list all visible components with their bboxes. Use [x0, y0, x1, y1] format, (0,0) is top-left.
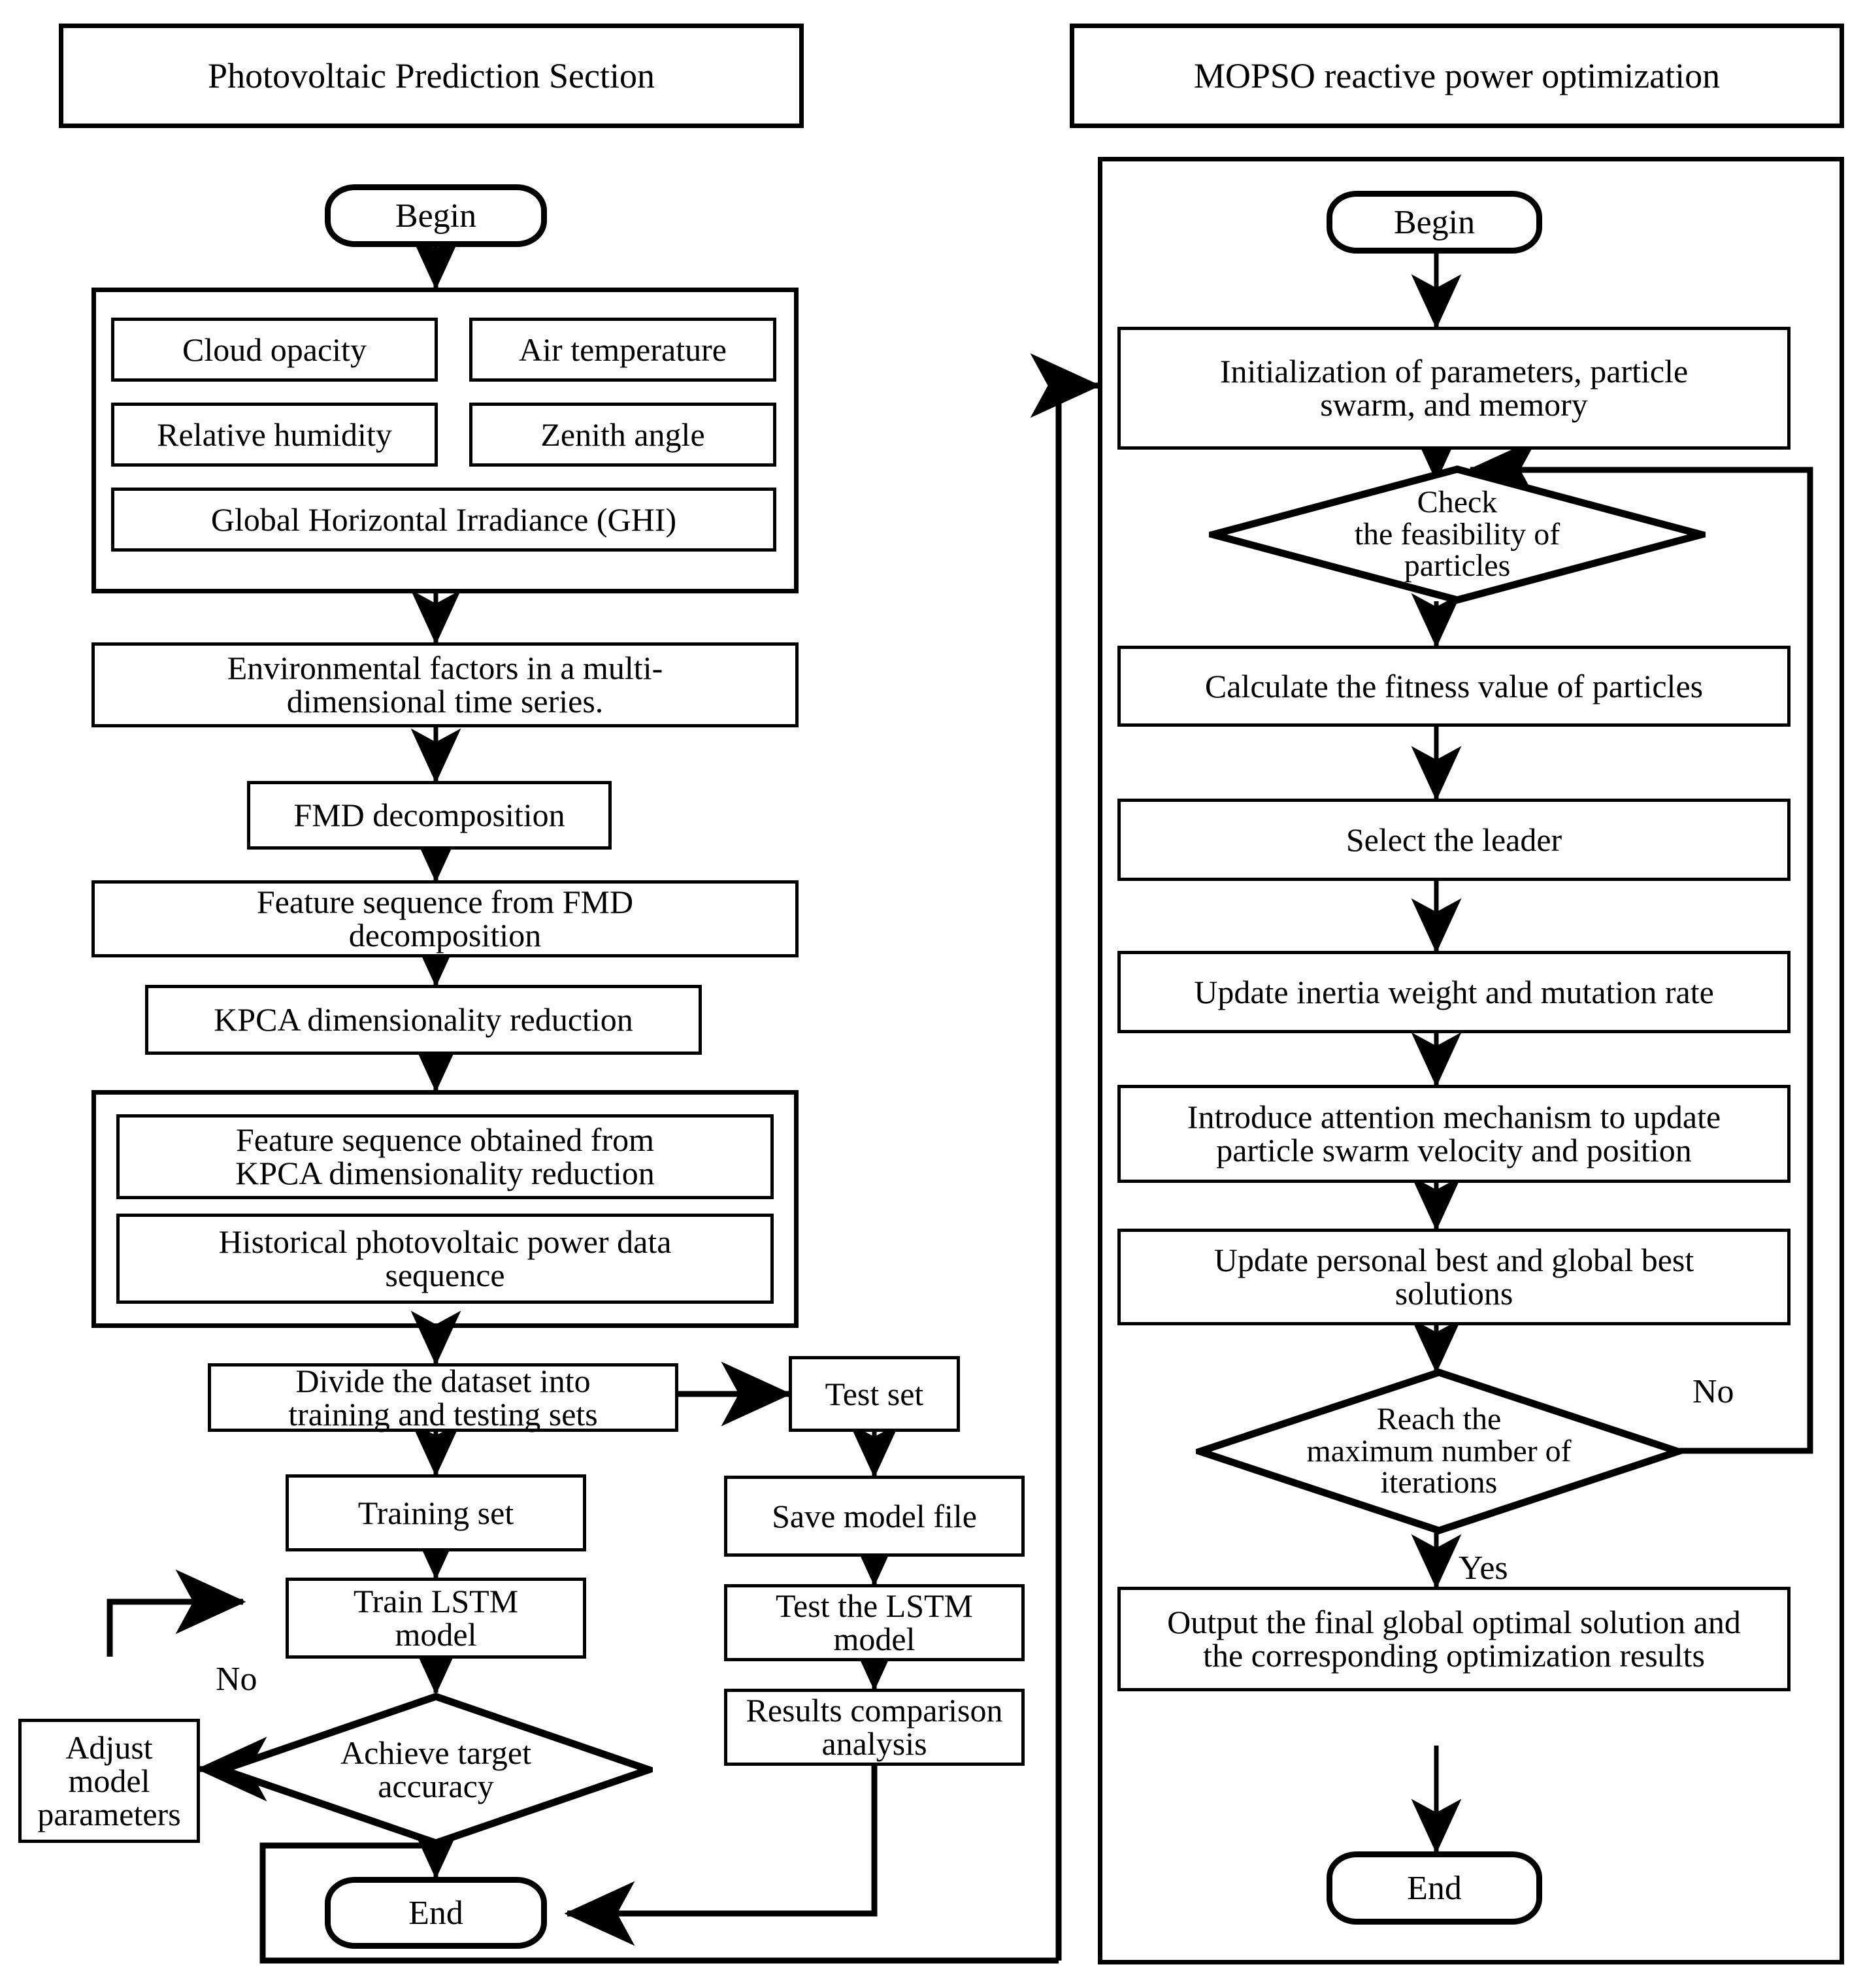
input-zenith-angle: Zenith angle — [469, 403, 776, 467]
step-calculate-fitness: Calculate the fitness value of particles — [1117, 646, 1791, 727]
decision-achieve-target-accuracy: Achieve target accuracy — [219, 1693, 653, 1847]
step-update-inertia: Update inertia weight and mutation rate — [1117, 951, 1791, 1033]
step-historical-pv-data: Historical photovoltaic power data seque… — [116, 1214, 774, 1304]
input-relative-humidity: Relative humidity — [111, 403, 438, 467]
diamond-shape — [1196, 1368, 1682, 1534]
left-panel-title: Photovoltaic Prediction Section — [208, 56, 655, 95]
left-end-label: End — [408, 1894, 463, 1932]
step-select-leader: Select the leader — [1117, 799, 1791, 881]
step-test-lstm: Test the LSTM model — [724, 1584, 1025, 1661]
diamond-shape — [1209, 465, 1706, 604]
step-feature-sequence-kpca: Feature sequence obtained from KPCA dime… — [116, 1114, 774, 1199]
right-panel-container — [1098, 157, 1844, 1964]
left-end-terminator: End — [325, 1877, 547, 1949]
edge-label-right-yes: Yes — [1459, 1549, 1508, 1587]
decision-check-feasibility: Check the feasibility of particles — [1209, 465, 1706, 604]
step-training-set: Training set — [286, 1474, 586, 1551]
step-fmd-decomposition: FMD decomposition — [247, 781, 612, 850]
step-update-pbest-gbest: Update personal best and global best sol… — [1117, 1229, 1791, 1325]
input-air-temperature: Air temperature — [469, 318, 776, 382]
left-begin-label: Begin — [395, 197, 477, 235]
right-end-label: End — [1407, 1869, 1462, 1907]
step-introduce-attention: Introduce attention mechanism to update … — [1117, 1085, 1791, 1183]
step-initialization: Initialization of parameters, particle s… — [1117, 327, 1791, 450]
step-test-set: Test set — [789, 1356, 960, 1432]
step-divide-dataset: Divide the dataset into training and tes… — [208, 1363, 678, 1432]
step-feature-sequence-fmd: Feature sequence from FMD decomposition — [91, 880, 799, 957]
step-output-final-solution: Output the final global optimal solution… — [1117, 1587, 1791, 1691]
right-begin-label: Begin — [1393, 203, 1476, 241]
right-begin-terminator: Begin — [1327, 191, 1542, 254]
edge-label-right-no: No — [1692, 1373, 1734, 1410]
left-panel-header: Photovoltaic Prediction Section — [59, 24, 804, 128]
step-adjust-model-parameters: Adjust model parameters — [18, 1719, 200, 1843]
right-panel-title: MOPSO reactive power optimization — [1193, 56, 1721, 95]
input-ghi: Global Horizontal Irradiance (GHI) — [111, 488, 776, 552]
step-kpca-reduction: KPCA dimensionality reduction — [145, 985, 702, 1055]
edge-label-left-no: No — [216, 1661, 257, 1698]
diamond-shape — [219, 1693, 653, 1847]
step-results-comparison: Results comparison analysis — [724, 1689, 1025, 1766]
left-begin-terminator: Begin — [325, 184, 547, 247]
right-panel-header: MOPSO reactive power optimization — [1070, 24, 1844, 128]
right-end-terminator: End — [1327, 1851, 1542, 1925]
decision-reach-max-iterations: Reach the maximum number of iterations — [1196, 1368, 1682, 1534]
input-cloud-opacity: Cloud opacity — [111, 318, 438, 382]
step-train-lstm: Train LSTM model — [286, 1578, 586, 1659]
step-environmental-factors: Environmental factors in a multi- dimens… — [91, 642, 799, 727]
step-save-model-file: Save model file — [724, 1476, 1025, 1557]
